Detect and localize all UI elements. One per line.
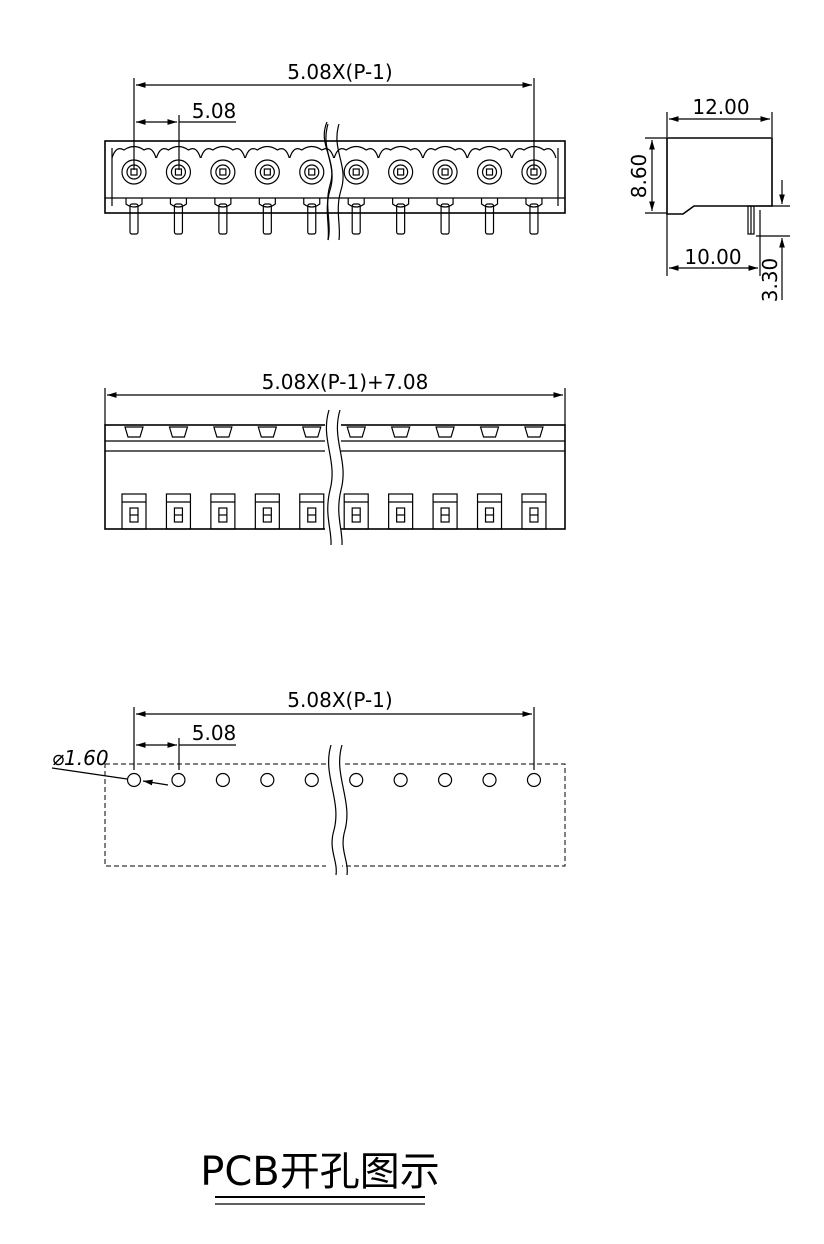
front-pitch-dimension: 5.08 (136, 99, 236, 170)
front-break-mark (323, 121, 344, 241)
pcb-hole (304, 772, 319, 788)
pcb-overall-dim-label: 5.08X(P-1) (287, 688, 392, 712)
top-view: 5.08X(P-1)+7.08 (104, 370, 566, 546)
top-overall-dimension: 5.08X(P-1)+7.08 (104, 370, 566, 425)
top-socket (476, 426, 503, 530)
side-width-dimension: 12.00 (666, 95, 773, 137)
side-pin-length-dimension: 3.30 (756, 180, 790, 302)
pcb-hole-dimension: ⌀1.60 (51, 746, 169, 786)
top-socket (254, 426, 280, 530)
side-depth-dim-label: 10.00 (684, 245, 741, 269)
front-overall-dim-label: 5.08X(P-1) (287, 60, 392, 84)
pcb-hole (215, 772, 230, 788)
front-pin (378, 145, 424, 235)
pcb-overall-dimension: 5.08X(P-1) (133, 688, 535, 770)
side-connector-body (666, 137, 773, 235)
front-pin (200, 145, 246, 235)
front-pitch-dim-label: 5.08 (192, 99, 237, 123)
top-socket (521, 426, 547, 530)
pcb-hole-dim-label: ⌀1.60 (52, 746, 109, 770)
front-connector-body (104, 140, 566, 214)
pcb-hole (482, 772, 497, 788)
pcb-hole (526, 772, 542, 788)
front-pin (289, 145, 335, 235)
top-break-mark (325, 409, 344, 546)
front-pin (244, 145, 290, 235)
front-pin (333, 145, 379, 235)
side-height-dimension: 8.60 (627, 137, 667, 214)
top-pin-sockets (121, 426, 547, 530)
front-pin (111, 145, 157, 235)
pcb-holes (126, 772, 542, 788)
top-socket (121, 426, 147, 530)
side-view: 12.00 8.60 10.00 3.30 (627, 95, 790, 302)
top-socket (165, 426, 192, 530)
caption: PCB开孔图示 (200, 1149, 440, 1205)
pcb-hole (260, 772, 275, 788)
top-socket (432, 426, 458, 530)
top-socket (210, 426, 236, 530)
pcb-view: 5.08X(P-1) 5.08 ⌀1.60 (51, 688, 566, 876)
top-socket (299, 426, 325, 530)
pcb-hole (349, 772, 364, 788)
side-pin-length-dim-label: 3.30 (758, 258, 782, 303)
front-pin (511, 145, 557, 235)
pcb-pitch-dim-label: 5.08 (192, 721, 237, 745)
front-view: 5.08X(P-1) 5.08 (104, 60, 566, 241)
caption-title: PCB开孔图示 (200, 1149, 440, 1195)
side-height-dim-label: 8.60 (627, 154, 651, 199)
top-socket (343, 426, 369, 530)
pcb-hole (393, 772, 408, 788)
top-overall-dim-label: 5.08X(P-1)+7.08 (262, 370, 429, 394)
front-overall-dimension: 5.08X(P-1) (133, 60, 535, 170)
side-width-dim-label: 12.00 (692, 95, 749, 119)
front-pin (422, 145, 468, 235)
side-depth-dimension: 10.00 (666, 210, 761, 276)
top-socket (388, 426, 414, 530)
pcb-hole (171, 772, 186, 788)
pcb-hole (437, 772, 453, 788)
front-pins (111, 145, 557, 235)
front-pin (155, 145, 202, 235)
pcb-hole (126, 772, 142, 788)
pcb-pitch-dimension: 5.08 (136, 721, 236, 770)
front-pin (466, 145, 513, 235)
pcb-break-mark (326, 744, 348, 876)
